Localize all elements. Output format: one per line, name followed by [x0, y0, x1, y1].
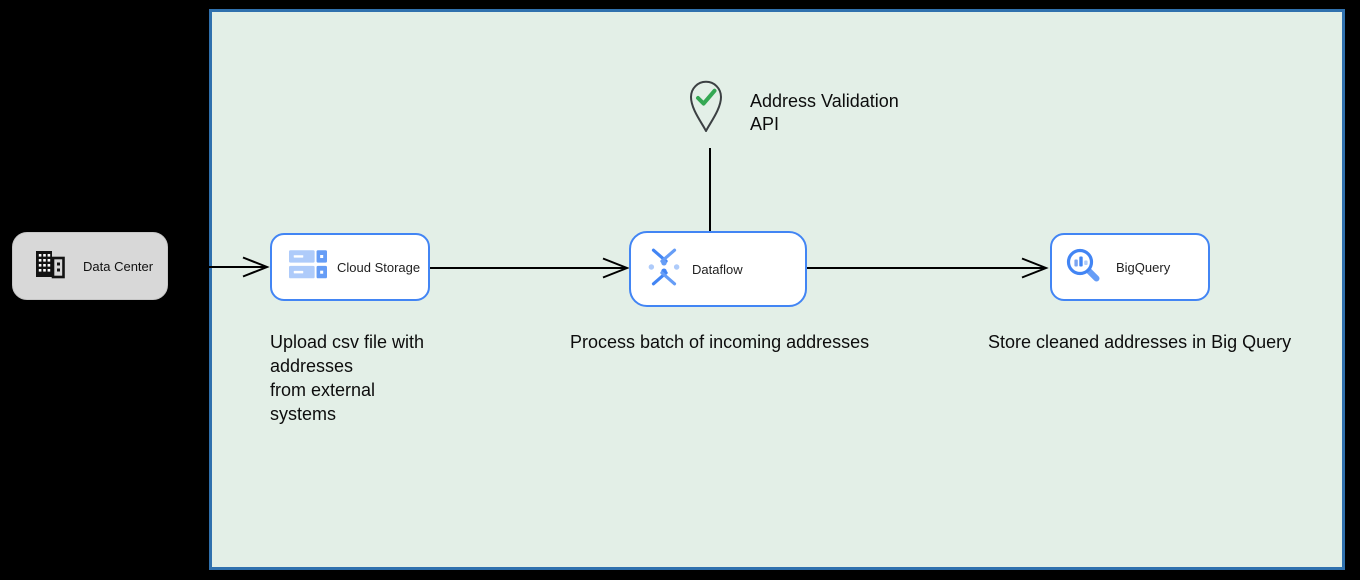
caption-store-cleaned: Store cleaned addresses in Big Query: [988, 332, 1292, 352]
data-center-building-icon: [33, 248, 67, 285]
node-bigquery[interactable]: BigQuery: [1050, 233, 1210, 301]
address-validation-api-label: Address Validation API: [750, 91, 899, 134]
dataflow-label: Dataflow: [692, 261, 743, 277]
node-data-center[interactable]: Data Center: [12, 232, 168, 300]
dataflow-icon: [646, 247, 682, 292]
address-validation-pin-icon[interactable]: [687, 80, 725, 139]
caption-process-batch: Process batch of incoming addresses: [570, 332, 870, 352]
bigquery-icon: [1064, 246, 1102, 289]
cloud-storage-icon: [289, 250, 327, 284]
node-dataflow[interactable]: Dataflow: [629, 231, 807, 307]
cloud-storage-label: Cloud Storage: [337, 259, 421, 275]
connector-datacenter-to-cloudstorage[interactable]: [168, 256, 270, 278]
connector-dataflow-to-bigquery[interactable]: [807, 257, 1049, 279]
caption-upload-csv: Upload csv file with addresses from exte…: [270, 332, 425, 424]
bigquery-label: BigQuery: [1116, 259, 1171, 275]
node-cloud-storage[interactable]: Cloud Storage: [270, 233, 430, 301]
connector-cloudstorage-to-dataflow[interactable]: [430, 257, 630, 279]
data-center-label: Data Center: [83, 258, 154, 274]
